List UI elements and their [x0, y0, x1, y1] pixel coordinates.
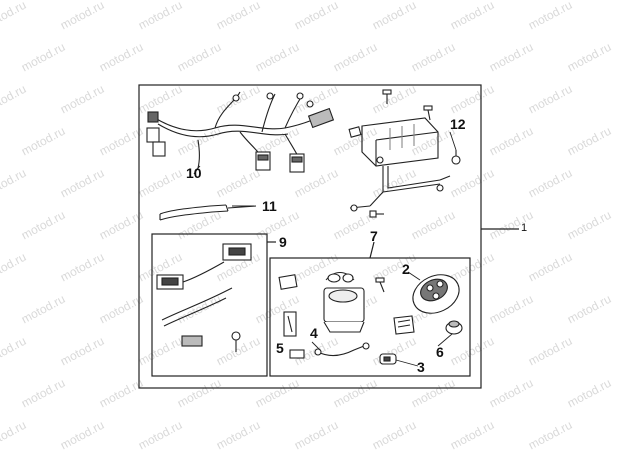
subkit-9-frame	[151, 233, 268, 377]
led-icon	[289, 342, 370, 359]
wire-harness-icon	[146, 91, 335, 175]
callout-9: 9	[279, 234, 287, 250]
bracket-icon	[348, 117, 451, 209]
switch-icon	[278, 274, 415, 365]
remote-fob-icon	[412, 274, 460, 314]
callout-5: 5	[276, 340, 284, 356]
callout-4: 4	[310, 325, 318, 341]
callout-6: 6	[436, 344, 444, 360]
callout-2: 2	[402, 261, 410, 277]
connector-icon	[156, 243, 252, 352]
leader-7	[369, 241, 375, 259]
bolt-icon	[350, 89, 461, 218]
callout-1: 1	[521, 222, 528, 234]
callout-11: 11	[262, 198, 277, 214]
callout-7: 7	[370, 228, 378, 244]
cable-tie-icon	[159, 204, 257, 221]
callout-3: 3	[417, 359, 425, 375]
grommet-icon	[445, 320, 463, 335]
siren-module-icon	[323, 272, 365, 333]
kit-frame	[138, 84, 482, 389]
callout-12: 12	[450, 116, 466, 132]
callout-10: 10	[186, 165, 202, 181]
